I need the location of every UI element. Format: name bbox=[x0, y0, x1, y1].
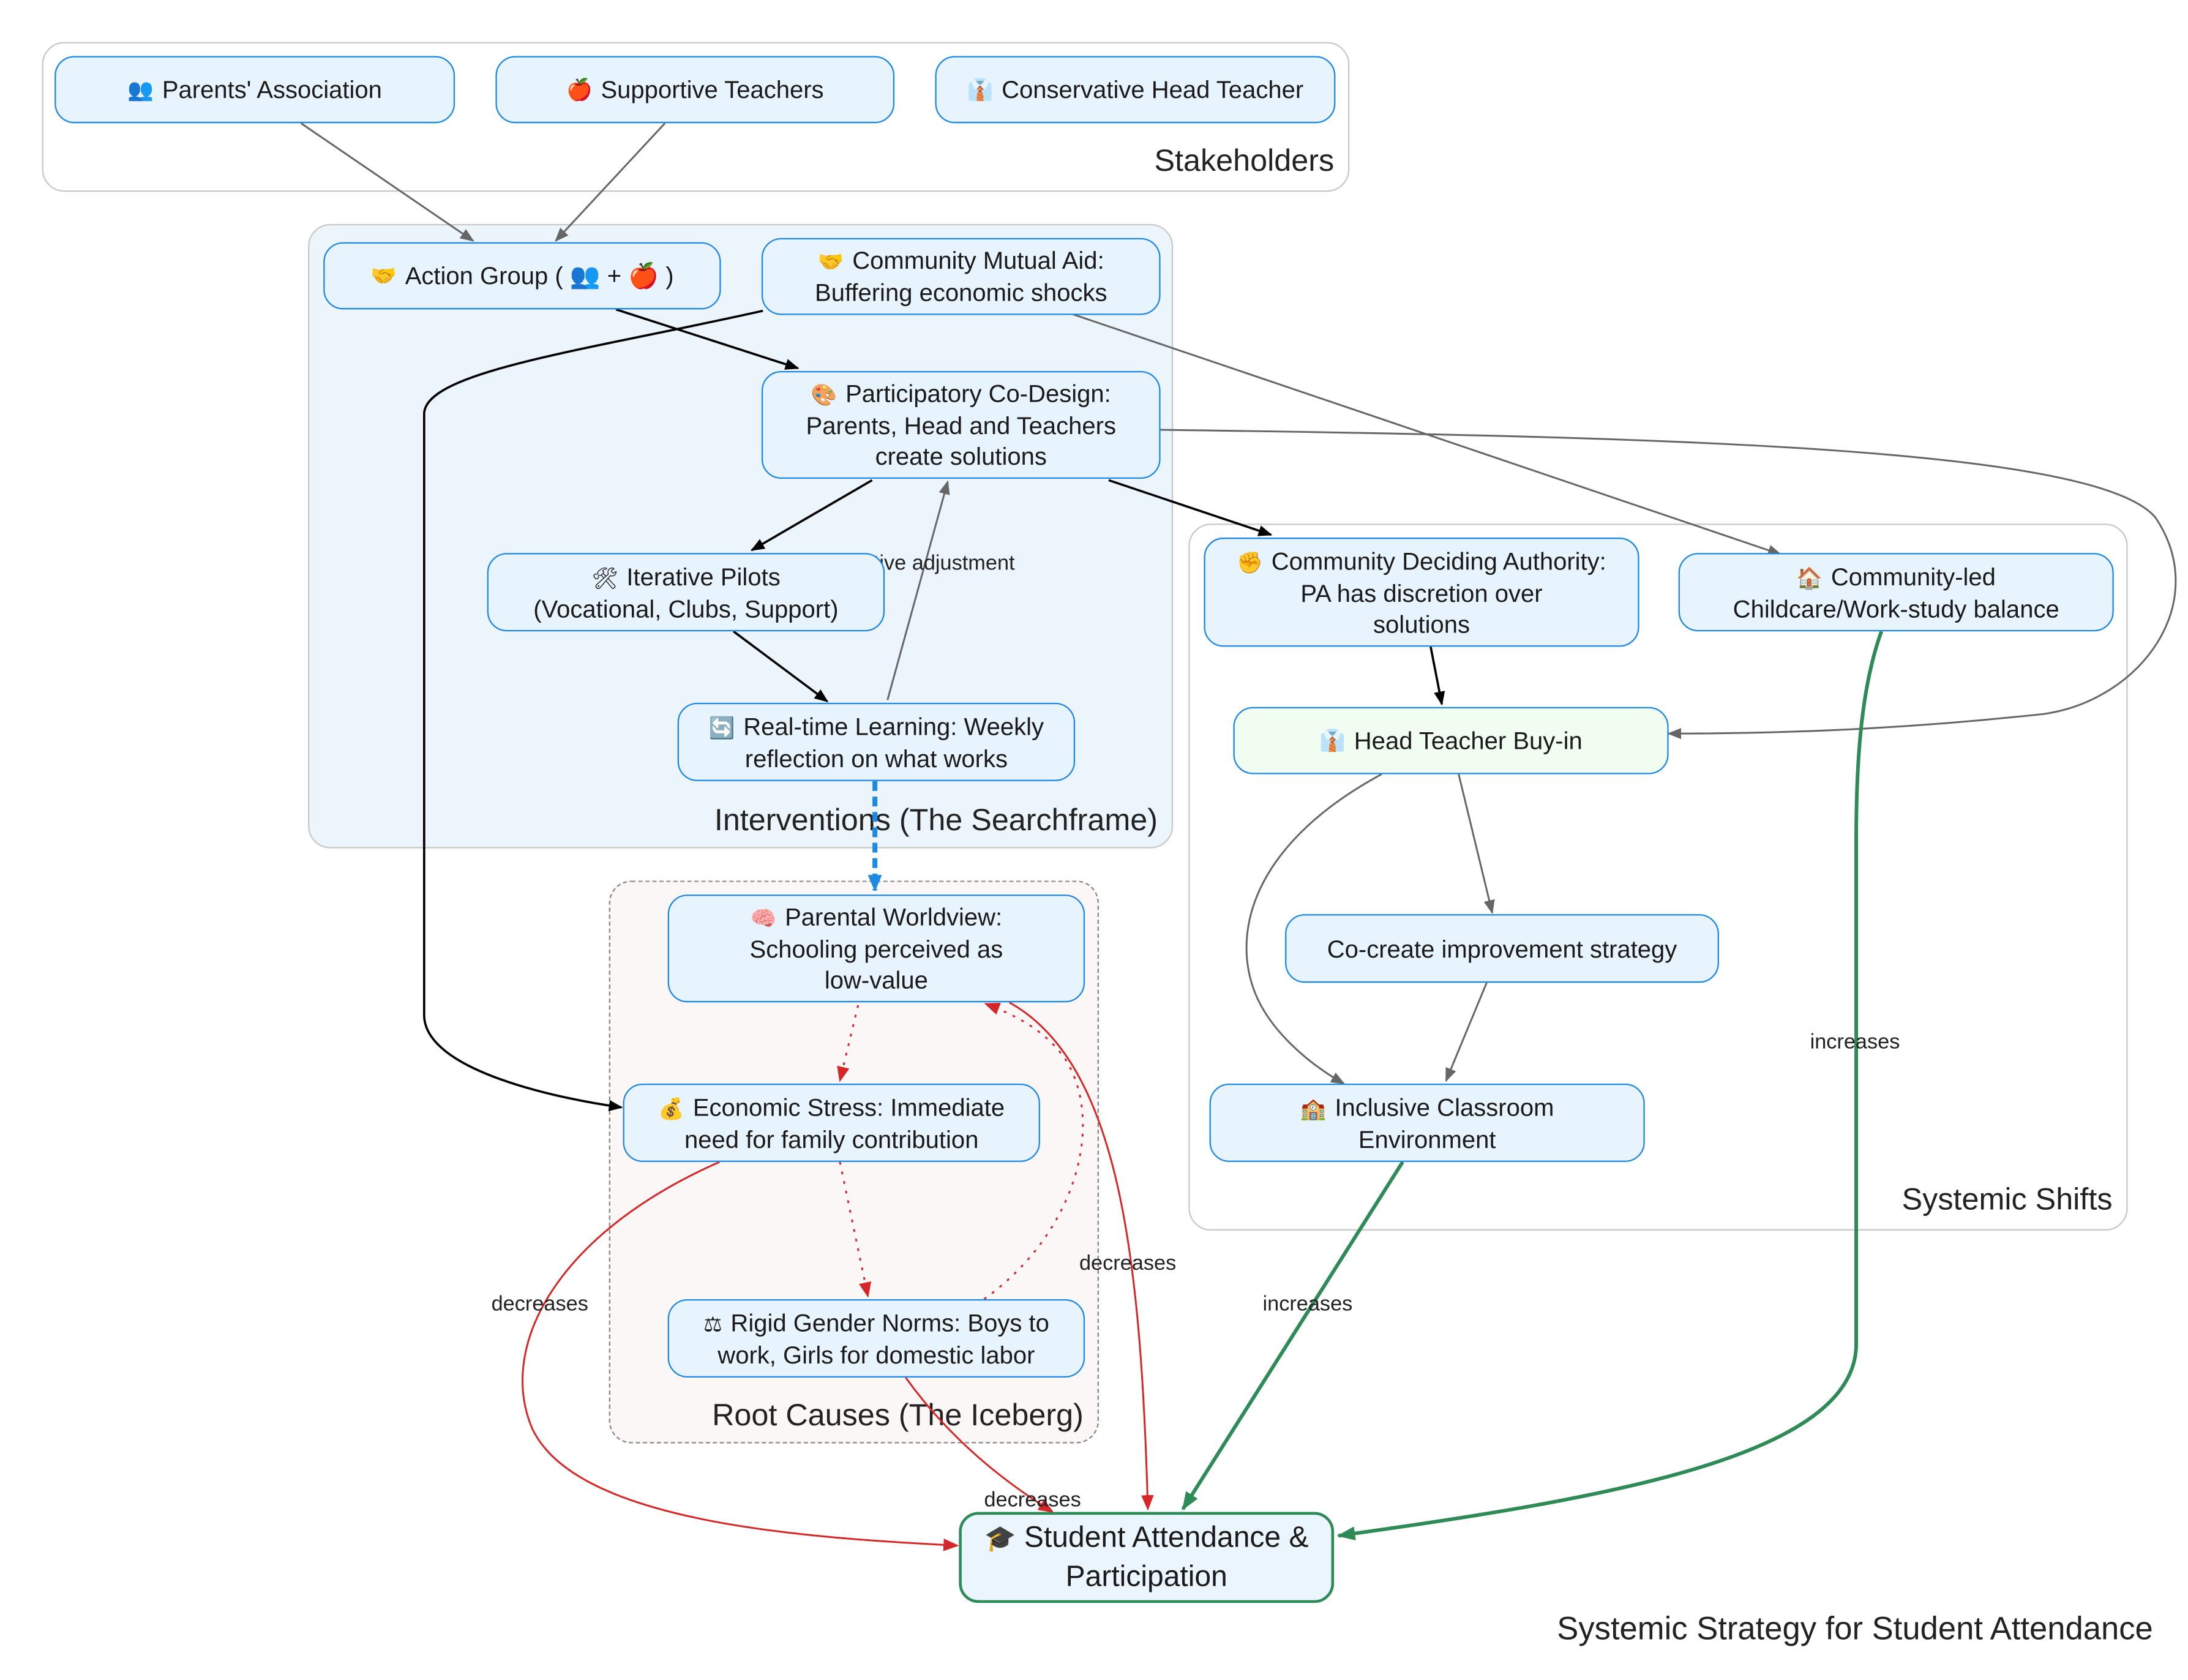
edge-label-increases-inclusive: increases bbox=[1262, 1292, 1353, 1316]
edge-pilots-learning bbox=[733, 630, 829, 703]
node-participatory-co-design-line3: create solutions bbox=[875, 442, 1047, 471]
graduation-cap-icon: 🎓 bbox=[984, 1524, 1016, 1554]
edge-codesign-buyin bbox=[1160, 429, 2177, 740]
palette-icon: 🎨 bbox=[811, 382, 837, 408]
node-real-time-learning[interactable]: 🔄 Real-time Learning: Weekly reflection o… bbox=[677, 702, 1076, 781]
edge-gender-worldview bbox=[983, 1003, 1084, 1300]
edge-buyin-cocreate bbox=[1458, 774, 1495, 915]
edge-cocreate-inclusive bbox=[1445, 982, 1488, 1082]
node-action-group[interactable]: 🤝 Action Group ( 👥 + 🍎 ) bbox=[323, 242, 721, 310]
node-community-deciding-authority-line2: PA has discretion over bbox=[1300, 579, 1543, 607]
node-community-led-childcare-line1: Community-led bbox=[1830, 562, 1996, 590]
node-community-led-childcare[interactable]: 🏠 Community-led Childcare/Work-study bala… bbox=[1678, 553, 2114, 632]
scales-icon: ⚖ bbox=[703, 1311, 722, 1337]
node-community-mutual-aid[interactable]: 🤝 Community Mutual Aid: Buffering economi… bbox=[761, 238, 1161, 315]
node-parental-worldview-line2: Schooling perceived as bbox=[749, 935, 1003, 964]
node-community-led-childcare-line2: Childcare/Work-study balance bbox=[1733, 594, 2059, 623]
node-parental-worldview[interactable]: 🧠 Parental Worldview: Schooling perceived… bbox=[667, 894, 1085, 1003]
node-economic-stress-line1: Economic Stress: Immediate bbox=[692, 1092, 1005, 1121]
node-community-mutual-aid-line1: Community Mutual Aid: bbox=[852, 246, 1104, 275]
edge-worldview-target bbox=[1008, 1001, 1154, 1511]
node-student-attendance[interactable]: 🎓 Student Attendance & Participation bbox=[959, 1512, 1335, 1603]
node-inclusive-classroom[interactable]: 🏫 Inclusive Classroom Environment bbox=[1209, 1083, 1645, 1162]
node-community-mutual-aid-line2: Buffering economic shocks bbox=[815, 279, 1107, 307]
edge-codesign-authority bbox=[1108, 479, 1273, 536]
node-parents-association-label: Parents' Association bbox=[162, 75, 382, 104]
edge-inclusive-target bbox=[1181, 1161, 1404, 1510]
apple-icon: 🍎 bbox=[566, 77, 593, 102]
edge-mutual-economic bbox=[423, 309, 763, 1111]
house-icon: 🏠 bbox=[1796, 564, 1823, 590]
node-parental-worldview-line3: low-value bbox=[824, 966, 928, 994]
node-rigid-gender-norms-line2: work, Girls for domestic labor bbox=[717, 1340, 1035, 1369]
node-student-attendance-line2: Participation bbox=[1065, 1561, 1227, 1594]
handshake-icon: 🤝 bbox=[817, 249, 844, 275]
cluster-root-causes-label: Root Causes (The Iceberg) bbox=[712, 1397, 1084, 1433]
node-action-group-label: Action Group ( 👥 + 🍎 ) bbox=[405, 261, 674, 290]
edge-childcare-target bbox=[1336, 631, 1883, 1540]
school-icon: 🏫 bbox=[1300, 1095, 1327, 1121]
raised-fist-icon: ✊ bbox=[1237, 549, 1263, 575]
necktie-icon: 👔 bbox=[1319, 728, 1346, 754]
edge-economic-target bbox=[522, 1161, 959, 1551]
handshake-icon: 🤝 bbox=[370, 263, 397, 289]
node-iterative-pilots-line2: (Vocational, Clubs, Support) bbox=[533, 594, 839, 623]
edge-economic-gender bbox=[839, 1161, 872, 1298]
node-conservative-head-teacher[interactable]: 👔 Conservative Head Teacher bbox=[935, 56, 1336, 124]
people-icon: 👥 bbox=[127, 77, 154, 102]
node-participatory-co-design-line1: Participatory Co-Design: bbox=[845, 379, 1111, 408]
node-economic-stress[interactable]: 💰 Economic Stress: Immediate need for fam… bbox=[623, 1083, 1040, 1162]
edge-codesign-pilots bbox=[750, 479, 873, 552]
necktie-icon: 👔 bbox=[967, 77, 994, 102]
edge-label-decreases-economic: decreases bbox=[491, 1292, 588, 1316]
node-inclusive-classroom-line1: Inclusive Classroom bbox=[1335, 1092, 1554, 1121]
node-community-deciding-authority-line1: Community Deciding Authority: bbox=[1271, 546, 1606, 575]
edge-action-codesign bbox=[615, 308, 800, 370]
node-parents-association[interactable]: 👥 Parents' Association bbox=[54, 56, 455, 124]
edge-label-decreases-gender: decreases bbox=[984, 1488, 1081, 1512]
node-community-deciding-authority[interactable]: ✊ Community Deciding Authority: PA has di… bbox=[1204, 538, 1639, 647]
node-economic-stress-line2: need for family contribution bbox=[684, 1125, 979, 1153]
node-iterative-pilots[interactable]: 🛠 Iterative Pilots (Vocational, Clubs, Su… bbox=[487, 553, 885, 632]
diagram-title: Systemic Strategy for Student Attendance bbox=[1557, 1610, 2153, 1647]
node-student-attendance-line1: Student Attendance & bbox=[1024, 1521, 1309, 1554]
refresh-icon: 🔄 bbox=[708, 714, 735, 740]
cluster-systemic-shifts-label: Systemic Shifts bbox=[1901, 1181, 2113, 1217]
edge-learning-codesign bbox=[886, 480, 950, 700]
edge-label-decreases-worldview: decreases bbox=[1079, 1251, 1177, 1276]
node-inclusive-classroom-line2: Environment bbox=[1358, 1125, 1496, 1153]
node-supportive-teachers[interactable]: 🍎 Supportive Teachers bbox=[495, 56, 895, 124]
node-parental-worldview-line1: Parental Worldview: bbox=[785, 902, 1003, 931]
node-head-teacher-buy-in-label: Head Teacher Buy-in bbox=[1354, 726, 1583, 755]
edge-worldview-economic bbox=[837, 1005, 860, 1082]
node-community-deciding-authority-line3: solutions bbox=[1373, 609, 1471, 638]
edge-buyin-inclusive bbox=[1245, 773, 1382, 1085]
edge-label-increases-childcare: increases bbox=[1810, 1030, 1900, 1054]
edge-authority-buyin bbox=[1429, 647, 1445, 706]
brain-icon: 🧠 bbox=[750, 906, 777, 931]
money-bag-icon: 💰 bbox=[658, 1095, 685, 1121]
cluster-stakeholders-label: Stakeholders bbox=[1154, 143, 1335, 178]
node-conservative-head-teacher-label: Conservative Head Teacher bbox=[1002, 75, 1304, 104]
node-real-time-learning-line1: Real-time Learning: Weekly bbox=[743, 711, 1044, 740]
node-participatory-co-design-line2: Parents, Head and Teachers bbox=[806, 411, 1116, 440]
edge-parents-action bbox=[300, 122, 474, 242]
tools-icon: 🛠 bbox=[591, 564, 618, 590]
node-iterative-pilots-line1: Iterative Pilots bbox=[626, 562, 781, 590]
node-participatory-co-design[interactable]: 🎨 Participatory Co-Design: Parents, Head … bbox=[761, 370, 1161, 479]
node-co-create-improvement-strategy-label: Co-create improvement strategy bbox=[1327, 934, 1677, 963]
node-supportive-teachers-label: Supportive Teachers bbox=[601, 75, 824, 104]
node-rigid-gender-norms-line1: Rigid Gender Norms: Boys to bbox=[730, 1308, 1049, 1337]
edge-gender-target bbox=[905, 1377, 1054, 1513]
edge-teachers-action bbox=[555, 122, 666, 242]
node-co-create-improvement-strategy[interactable]: Co-create improvement strategy bbox=[1285, 914, 1719, 983]
node-rigid-gender-norms[interactable]: ⚖ Rigid Gender Norms: Boys to work, Girls… bbox=[667, 1299, 1085, 1378]
cluster-interventions-label: Interventions (The Searchframe) bbox=[714, 802, 1158, 838]
node-real-time-learning-line2: reflection on what works bbox=[744, 744, 1008, 773]
node-head-teacher-buy-in[interactable]: 👔 Head Teacher Buy-in bbox=[1233, 707, 1669, 774]
